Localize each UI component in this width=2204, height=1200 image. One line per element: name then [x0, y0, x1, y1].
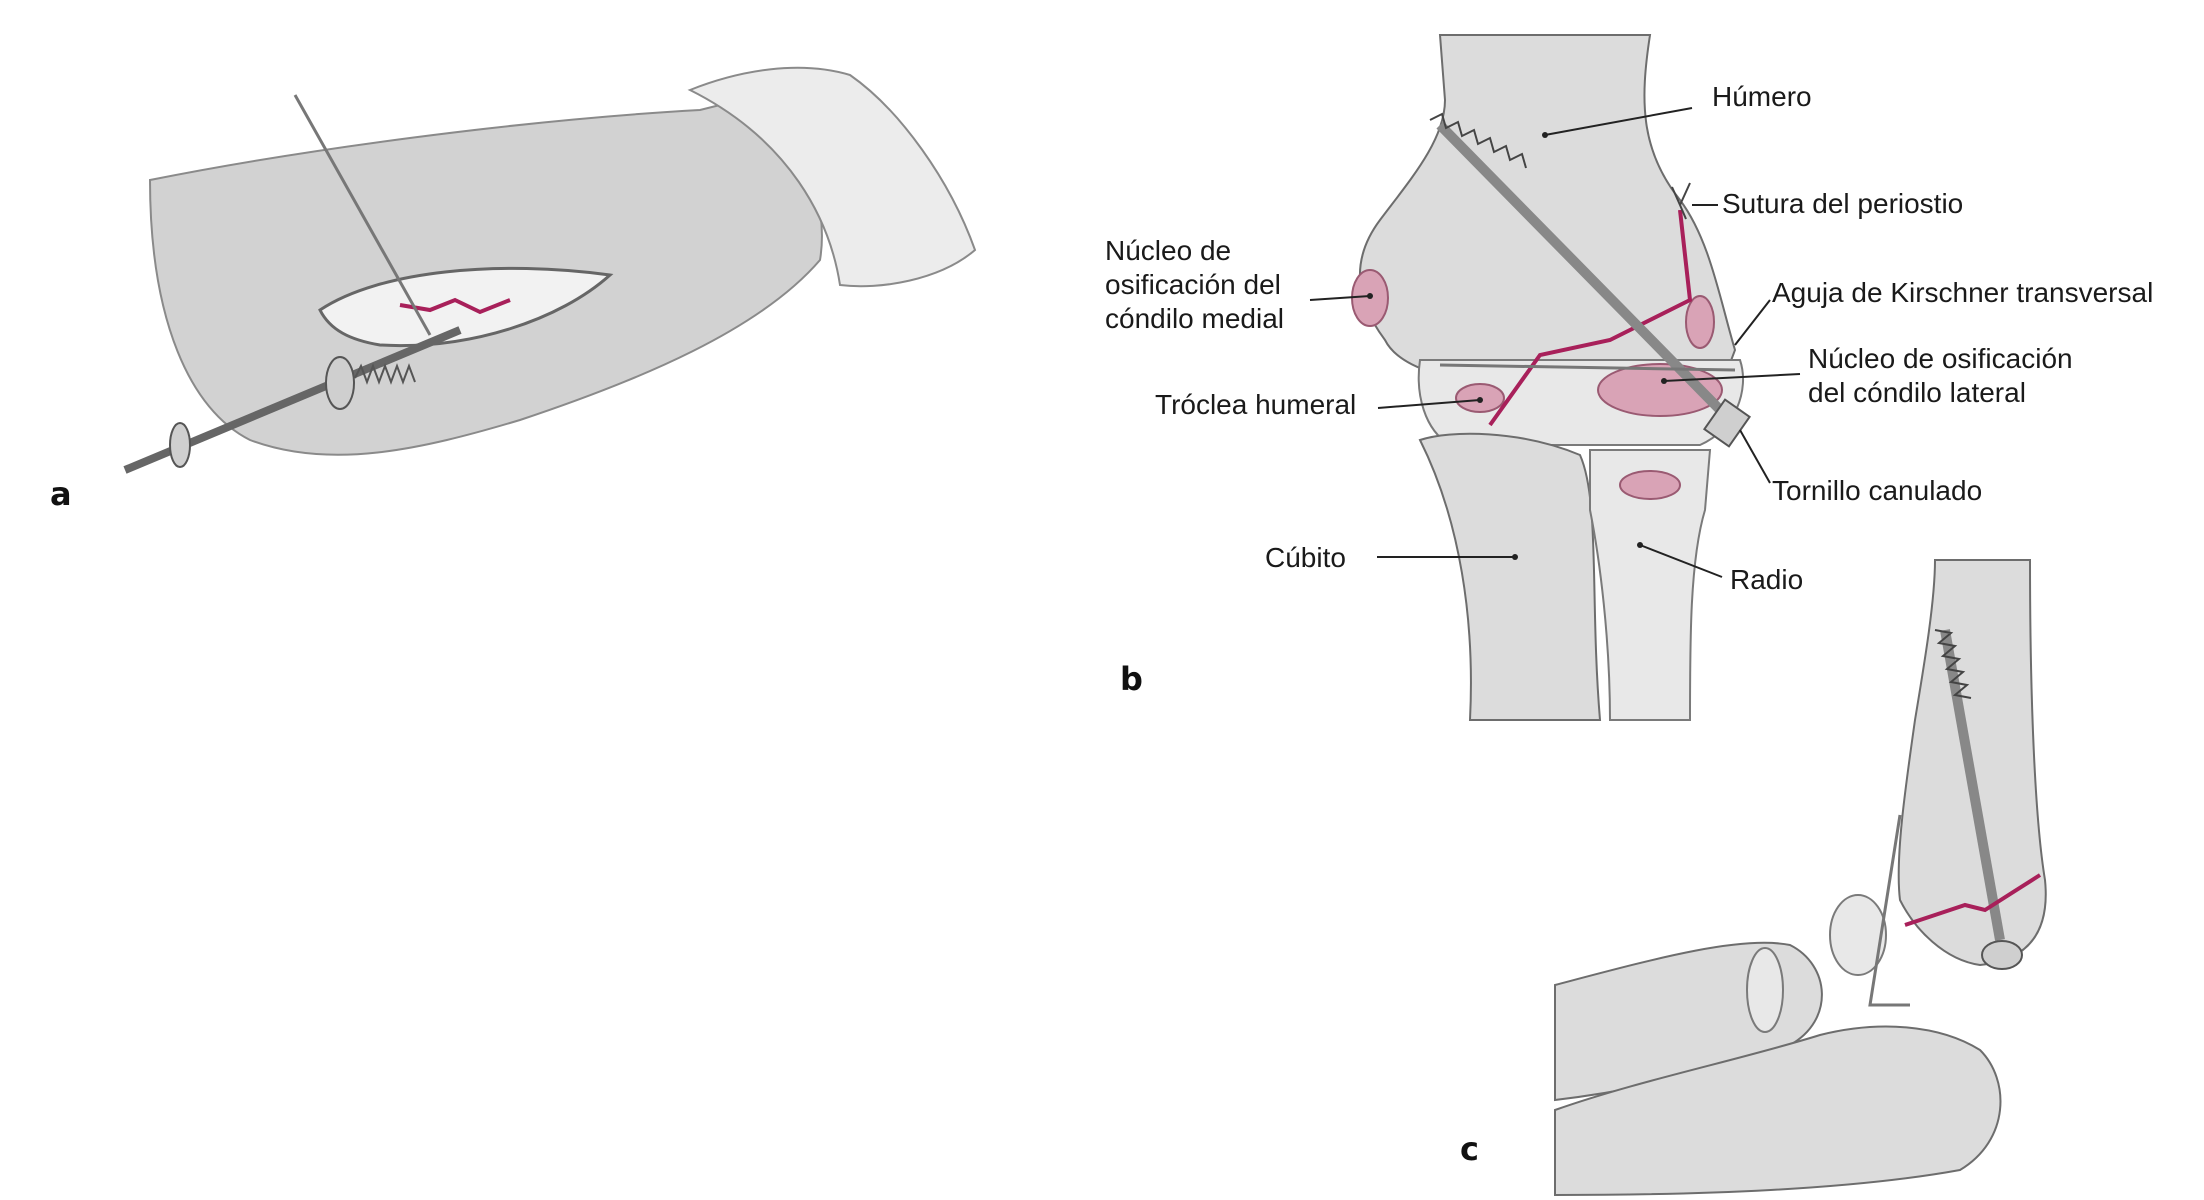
label-nucleo-medial-line3: cóndilo medial: [1105, 303, 1284, 334]
label-aguja: Aguja de Kirschner transversal: [1772, 277, 2153, 308]
label-cubito: Cúbito: [1265, 542, 1346, 573]
screwdriver-collar: [170, 423, 190, 467]
label-troclea: Tróclea humeral: [1155, 389, 1356, 420]
label-humero: Húmero: [1712, 81, 1812, 112]
panel-label-c: c: [1460, 1130, 1479, 1168]
label-radio: Radio: [1730, 564, 1803, 595]
ulna-bone: [1420, 434, 1600, 720]
dot-cubito: [1512, 554, 1518, 560]
radial-head-nucleus: [1620, 471, 1680, 499]
screw-head-a: [326, 357, 354, 409]
label-nucleo-lateral-line1: Núcleo de osificación: [1808, 343, 2073, 374]
dot-nucleo-medial: [1367, 293, 1373, 299]
screw-head-c: [1982, 941, 2022, 969]
radial-head-lateral: [1747, 948, 1783, 1032]
leader-tornillo: [1740, 430, 1770, 483]
label-sutura: Sutura del periostio: [1722, 188, 1963, 219]
label-tornillo: Tornillo canulado: [1772, 475, 1982, 506]
leader-aguja: [1735, 300, 1770, 345]
label-nucleo-medial-line2: osificación del: [1105, 269, 1281, 300]
panel-label-a: a: [50, 475, 72, 513]
panel-a-illustration: a: [50, 68, 975, 513]
dot-humero: [1542, 132, 1548, 138]
dot-nucleo-lateral: [1661, 378, 1667, 384]
lateral-small-nucleus: [1686, 296, 1714, 348]
label-nucleo-lateral-line2: del cóndilo lateral: [1808, 377, 2026, 408]
label-nucleo-medial-line1: Núcleo de: [1105, 235, 1231, 266]
dot-radio: [1637, 542, 1643, 548]
dot-troclea: [1477, 397, 1483, 403]
panel-label-b: b: [1120, 660, 1143, 698]
